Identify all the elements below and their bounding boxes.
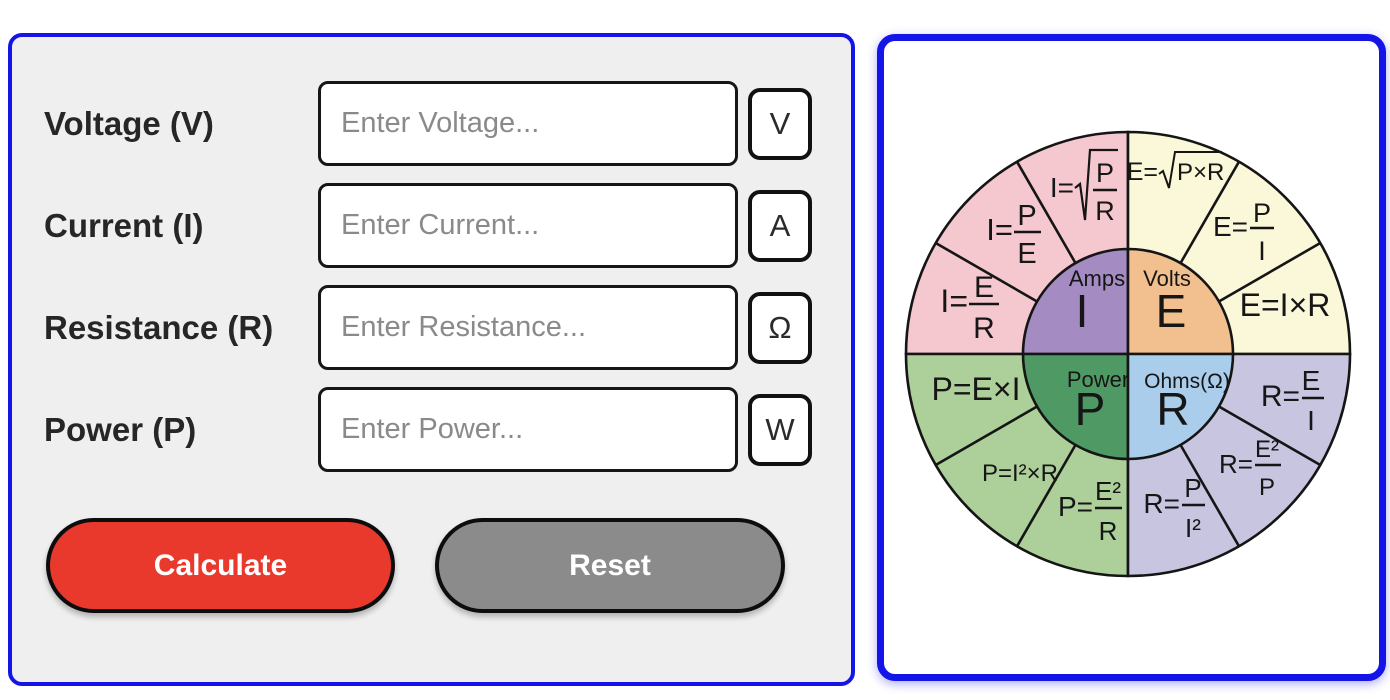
current-label: Current (I) [44,207,204,244]
formula-prefix: E= [1213,211,1248,242]
formula-denominator: R [1099,516,1118,546]
formula-p-e-times-i: P=E×I [932,371,1021,407]
hub-volts-symbol: E [1156,285,1187,337]
formula-denominator: R [1095,196,1115,226]
wheel-sectors [904,130,1352,578]
reset-button[interactable]: Reset [435,518,785,613]
hub-ohms-symbol: R [1156,383,1189,435]
formula-numerator: P [1184,473,1201,503]
hub-power-label: Power [1067,367,1129,392]
formula-denominator: I [1307,405,1315,436]
divider-30 [1218,241,1321,303]
formula-body: P×R [1177,159,1224,186]
formula-numerator: P [1096,158,1114,188]
hub-amps [1021,247,1130,356]
resistance-label: Resistance (R) [44,309,274,346]
formula-e-i-times-r: E=I×R [1240,287,1331,323]
formula-prefix: R= [1143,488,1180,519]
hub-ohms [1126,352,1235,461]
formula-denominator: E [1017,238,1036,270]
formula-p-i2-times-r: P=I²×R [982,460,1058,487]
ohms-law-calculator-panel: Voltage (V) V Current (I) A Resistance (… [8,33,855,686]
power-label: Power (P) [44,411,197,448]
divider-240 [1015,444,1077,547]
formula-denominator: P [1259,474,1275,501]
divider-300 [1179,444,1241,547]
radical-sign [1074,148,1118,221]
formula-numerator: E² [1255,436,1279,463]
power-unit-badge: W [748,394,812,466]
voltage-input[interactable] [318,81,738,166]
ohms-law-wheel-panel: Amps I Volts E Power P Ohms(Ω) R I= E R … [877,34,1386,681]
hub-power [1021,352,1130,461]
formula-i-e-over-r: I= E R [940,271,999,345]
resistance-input[interactable] [318,285,738,370]
hub-amps-label: Amps [1069,266,1125,291]
calculate-button[interactable]: Calculate [46,518,395,613]
formula-r-e-over-i: R= E I [1261,365,1324,436]
divider-330 [1218,405,1321,467]
formula-i-p-over-e: I= P E [986,200,1041,270]
power-input[interactable] [318,387,738,472]
current-input[interactable] [318,183,738,268]
formula-p-e2-over-r: P= E² R [1058,476,1122,546]
formula-prefix: P= [1058,491,1093,522]
divider-150 [935,241,1038,303]
hub-amps-symbol: I [1076,285,1089,337]
hub-ohms-label: Ohms(Ω) [1144,370,1230,393]
formula-prefix: R= [1261,380,1300,413]
hub-volts-label: Volts [1143,266,1191,291]
formula-e-p-over-i: E= P I [1213,198,1274,266]
radical-sign [1158,151,1222,189]
formula-prefix: I= [986,212,1013,247]
current-unit-badge: A [748,190,812,262]
formula-numerator: P [1253,198,1271,228]
formula-e-sqrt-p-times-r: E= P×R [1127,151,1224,189]
formula-denominator: I [1258,236,1266,266]
divider-60 [1179,161,1241,264]
hub-power-symbol: P [1075,383,1106,435]
formula-denominator: I² [1185,513,1201,543]
ohms-law-wheel: Amps I Volts E Power P Ohms(Ω) R I= E R … [904,130,1352,578]
formula-prefix: I= [1050,172,1074,203]
formula-numerator: P [1017,200,1036,232]
divider-210 [935,405,1038,467]
formula-numerator: E [1302,365,1321,396]
voltage-unit-badge: V [748,88,812,160]
formula-r-p-over-i2: R= P I² [1143,473,1205,543]
formula-prefix: I= [940,283,968,319]
formula-denominator: R [973,312,995,345]
formula-numerator: E² [1095,476,1121,506]
hub-volts [1126,247,1235,356]
formula-i-sqrt-p-over-r: I= P R [1050,148,1118,226]
hub-labels: Amps I Volts E Power P Ohms(Ω) R [1067,266,1230,435]
formula-r-e2-over-p: R= E² P [1219,436,1281,501]
voltage-label: Voltage (V) [44,105,214,142]
formula-numerator: E [974,271,994,304]
formula-prefix: R= [1219,449,1253,479]
divider-120 [1015,161,1077,264]
resistance-unit-badge: Ω [748,292,812,364]
formula-prefix: E= [1127,158,1158,186]
